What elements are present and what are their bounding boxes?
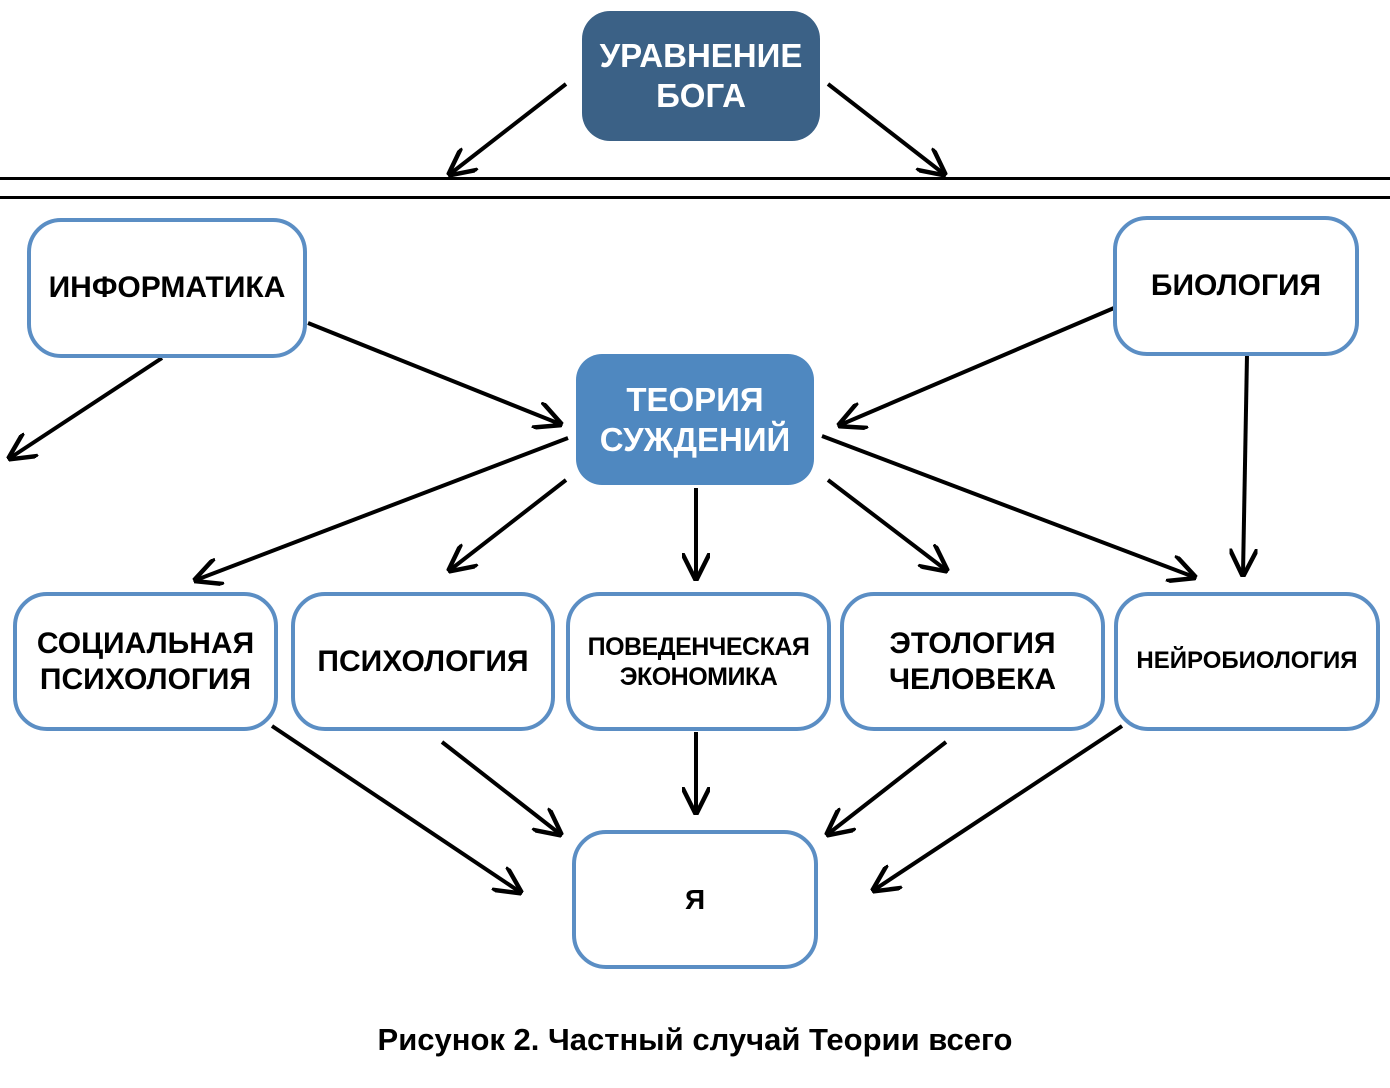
node-human-ethology: ЭТОЛОГИЯ ЧЕЛОВЕКА bbox=[840, 592, 1105, 731]
node-god-equation-label: УРАВНЕНИЕ БОГА bbox=[599, 37, 803, 114]
node-biology-label: БИОЛОГИЯ bbox=[1150, 269, 1322, 302]
arrow-theory-psychology bbox=[450, 478, 568, 570]
arrow-social-psychology-self bbox=[270, 724, 520, 892]
node-self-label: Я bbox=[684, 883, 706, 915]
arrow-theory-social-psychology bbox=[196, 436, 569, 580]
node-human-ethology-label: ЭТОЛОГИЯ ЧЕЛОВЕКА bbox=[888, 626, 1057, 696]
arrow-god-right bbox=[826, 82, 944, 174]
node-psychology: ПСИХОЛОГИЯ bbox=[291, 592, 555, 731]
node-neurobiology: НЕЙРОБИОЛОГИЯ bbox=[1114, 592, 1380, 731]
arrow-biology-neurobiology bbox=[1243, 354, 1247, 574]
node-social-psychology-label: СОЦИАЛЬНАЯ ПСИХОЛОГИЯ bbox=[36, 626, 255, 696]
node-self: Я bbox=[572, 830, 818, 969]
node-behavioral-economics-label: ПОВЕДЕНЧЕСКАЯ ЭКОНОМИКА bbox=[587, 632, 810, 691]
node-informatics-label: ИНФОРМАТИКА bbox=[48, 271, 286, 304]
arrow-ethology-self bbox=[828, 740, 948, 834]
arrow-psychology-self bbox=[440, 740, 560, 834]
arrow-theory-neurobiology bbox=[821, 434, 1194, 577]
figure-caption: Рисунок 2. Частный случай Теории всего bbox=[377, 1022, 1013, 1057]
node-informatics: ИНФОРМАТИКА bbox=[27, 218, 307, 358]
arrow-neurobiology-self bbox=[874, 724, 1124, 890]
arrow-informatics-theory bbox=[307, 321, 560, 424]
node-psychology-label: ПСИХОЛОГИЯ bbox=[317, 644, 529, 678]
divider-line-top bbox=[0, 177, 1390, 180]
divider-line-bottom bbox=[0, 196, 1390, 199]
arrow-informatics-offscreen bbox=[10, 356, 164, 458]
node-behavioral-economics: ПОВЕДЕНЧЕСКАЯ ЭКОНОМИКА bbox=[566, 592, 831, 731]
node-god-equation: УРАВНЕНИЕ БОГА bbox=[582, 11, 820, 141]
node-biology: БИОЛОГИЯ bbox=[1113, 216, 1359, 356]
node-social-psychology: СОЦИАЛЬНАЯ ПСИХОЛОГИЯ bbox=[13, 592, 278, 731]
node-neurobiology-label: НЕЙРОБИОЛОГИЯ bbox=[1136, 647, 1358, 675]
arrow-theory-ethology bbox=[826, 478, 946, 570]
arrow-god-left bbox=[450, 82, 568, 174]
node-judgment-theory: ТЕОРИЯ СУЖДЕНИЙ bbox=[576, 354, 814, 485]
arrow-biology-theory bbox=[840, 306, 1115, 425]
node-judgment-theory-label: ТЕОРИЯ СУЖДЕНИЙ bbox=[599, 380, 791, 458]
